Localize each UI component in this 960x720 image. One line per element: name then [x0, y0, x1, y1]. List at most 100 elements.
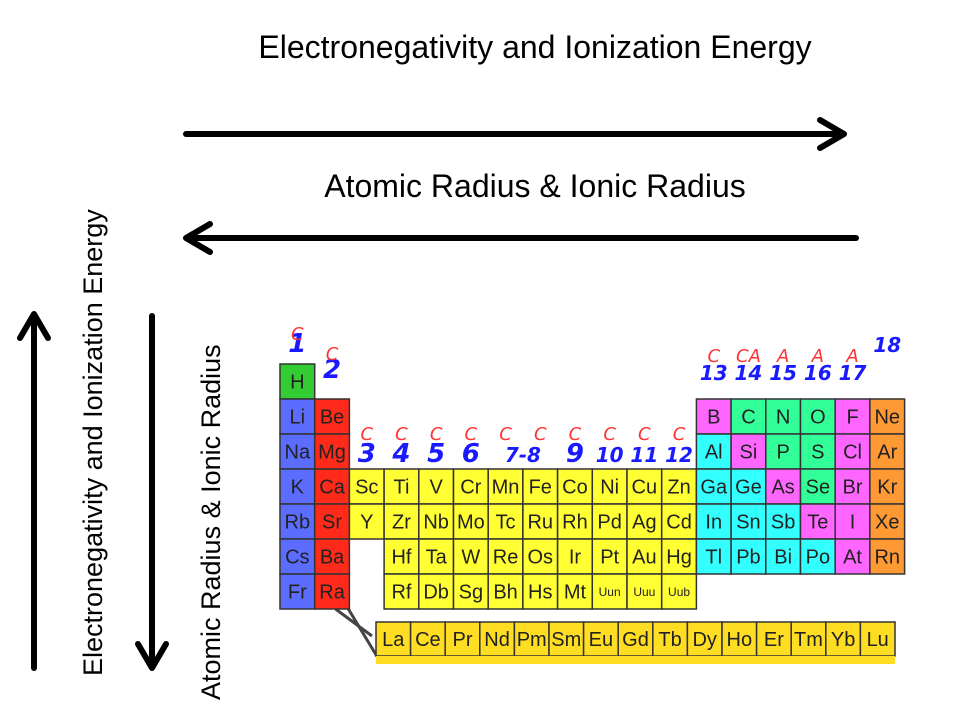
connector-line	[344, 604, 380, 659]
element-cell-pd	[591, 503, 628, 540]
element-cell-au	[626, 538, 663, 575]
handwritten-annotation: C	[707, 346, 720, 367]
element-symbol: Be	[320, 407, 344, 429]
element-symbol: Rb	[285, 512, 311, 534]
element-symbol: Ba	[320, 547, 345, 569]
element-symbol: Rh	[562, 512, 588, 534]
element-symbol: Ce	[415, 629, 441, 651]
handwritten-annotation: C	[673, 424, 686, 445]
element-symbol: B	[707, 407, 720, 429]
element-symbol: Ra	[319, 582, 345, 604]
element-cell-re	[487, 538, 524, 575]
handwritten-annotation: C	[326, 344, 339, 365]
element-symbol: Sm	[551, 629, 581, 651]
element-symbol: O	[810, 407, 826, 429]
element-symbol: Uuu	[633, 585, 655, 599]
element-symbol: V	[429, 477, 443, 499]
arrow-left	[183, 221, 859, 255]
element-symbol: Ge	[735, 477, 762, 499]
lanthanide-cell-dy	[686, 621, 723, 657]
element-symbol: Uub	[668, 585, 690, 599]
element-symbol: Si	[740, 442, 758, 464]
element-symbol: Au	[632, 547, 656, 569]
lanthanide-cell-pm	[513, 621, 550, 657]
element-cell-po	[799, 538, 836, 575]
element-symbol: Ag	[632, 512, 656, 534]
group-number: 1	[288, 329, 306, 359]
element-cell-sb	[765, 503, 802, 540]
element-symbol: Re	[493, 547, 519, 569]
element-symbol: P	[776, 442, 789, 464]
lanthanide-cell-ho	[721, 621, 758, 657]
element-symbol: Sn	[736, 512, 760, 534]
element-cell-s	[799, 433, 836, 470]
group-number: 10	[596, 443, 624, 467]
element-symbol: Tc	[496, 512, 516, 534]
lanthanide-cell-yb	[825, 621, 862, 657]
lanthanide-cell-lu	[859, 621, 896, 657]
element-symbol: Al	[705, 442, 723, 464]
handwritten-annotation: C	[499, 424, 512, 445]
element-symbol: Ar	[877, 442, 897, 464]
element-symbol: Rn	[874, 547, 900, 569]
element-symbol: Os	[527, 547, 553, 569]
element-cell-ge	[730, 468, 767, 505]
handwritten-annotation: C	[603, 424, 616, 445]
handwritten-annotation: C	[638, 424, 651, 445]
element-symbol: Sc	[355, 477, 378, 499]
element-symbol: Ho	[727, 629, 753, 651]
handwritten-annotation: C	[569, 424, 582, 445]
element-symbol: Hf	[391, 547, 411, 569]
element-symbol: Ir	[569, 547, 582, 569]
element-symbol: La	[382, 629, 405, 651]
element-cell-i	[834, 503, 871, 540]
handwritten-annotation: CA	[736, 346, 761, 367]
element-symbol: C	[741, 407, 755, 429]
handwritten-annotation: A	[776, 346, 789, 367]
element-symbol: Pb	[736, 547, 760, 569]
element-symbol: Zr	[392, 512, 411, 534]
element-symbol: Hs	[528, 582, 552, 604]
group-number: 17	[839, 361, 867, 385]
element-symbol: Mt	[564, 582, 587, 604]
element-cell-uun	[591, 573, 628, 610]
group-number: 3	[358, 439, 376, 469]
element-cell-se	[799, 468, 836, 505]
element-cell-al	[695, 433, 732, 470]
element-symbol: F	[846, 407, 858, 429]
element-symbol: Cd	[666, 512, 692, 534]
element-cell-kr	[869, 468, 906, 505]
element-symbol: Uun	[599, 585, 621, 599]
group-number: 9	[566, 439, 584, 469]
element-symbol: Bi	[774, 547, 792, 569]
group-number: 13	[700, 361, 728, 385]
element-symbol: Ni	[600, 477, 619, 499]
element-cell-fe	[522, 468, 559, 505]
element-symbol: N	[776, 407, 790, 429]
element-symbol: Er	[764, 629, 784, 651]
element-cell-pb	[730, 538, 767, 575]
element-symbol: Mn	[492, 477, 520, 499]
element-symbol: Pr	[453, 629, 473, 651]
group-number: 14	[735, 361, 763, 385]
element-symbol: Po	[806, 547, 830, 569]
element-cell-co	[556, 468, 594, 505]
title-atomic-radius: Atomic Radius & Ionic Radius	[324, 168, 746, 204]
element-symbol: Gd	[622, 629, 649, 651]
arrow-down	[135, 313, 169, 671]
group-number: 15	[769, 361, 797, 385]
group-number: 12	[665, 443, 693, 467]
group-number: 5	[427, 439, 445, 469]
element-cell-be	[313, 398, 351, 435]
element-symbol: Sr	[322, 512, 342, 534]
handwritten-annotation: C	[534, 424, 547, 445]
group-number: 6	[462, 439, 480, 469]
element-symbol: Ti	[393, 477, 409, 499]
element-symbol: S	[811, 442, 824, 464]
element-symbol: Nb	[423, 512, 449, 534]
handwritten-annotation: A	[811, 346, 824, 367]
element-symbol: Cl	[843, 442, 862, 464]
element-cell-hs	[522, 573, 559, 610]
element-cell-br	[834, 468, 871, 505]
